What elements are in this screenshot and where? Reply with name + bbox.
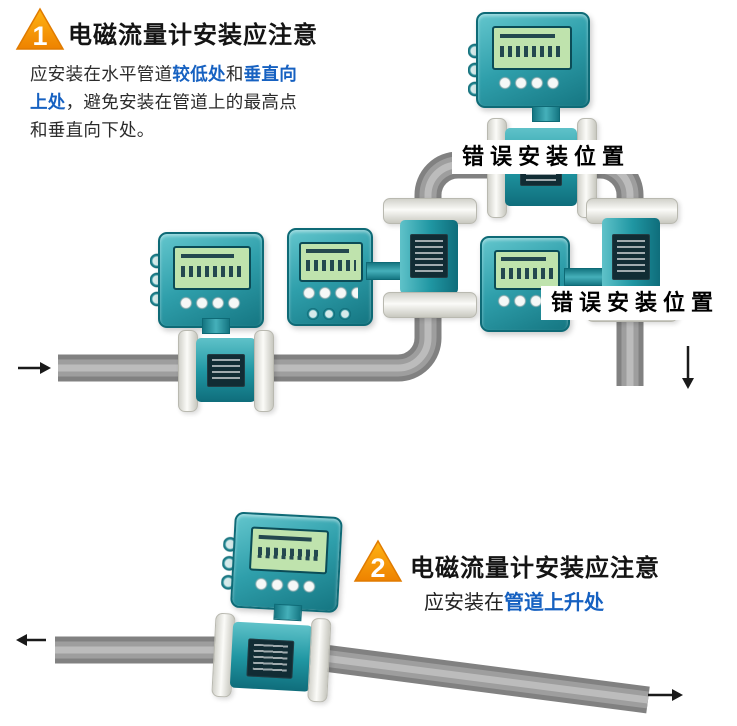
flowmeter-horizontal-correct — [148, 230, 288, 420]
sensor-body — [400, 220, 458, 294]
warning-badge-1: 1 — [15, 7, 65, 51]
cable-glands-icon — [305, 308, 353, 320]
connector-neck — [532, 106, 560, 122]
note-highlight: 较低处 — [172, 63, 226, 84]
flow-out-arrow-right — [648, 689, 683, 701]
flowmeter-rising-correct — [205, 509, 355, 708]
keypad-buttons-icon — [179, 296, 243, 310]
keypad-buttons-icon — [497, 294, 555, 308]
transmitter — [158, 232, 264, 328]
pipe-flange — [383, 292, 477, 318]
connector-neck — [366, 262, 404, 280]
sensor-nameplate — [246, 638, 295, 679]
transmitter — [476, 12, 590, 108]
keypad-buttons-icon — [302, 286, 358, 300]
section1-note: 应安装在水平管道较低处和垂直向上处，避免安装在管道上的最高点和垂直向下处。 — [30, 60, 302, 145]
badge-number: 2 — [370, 553, 385, 583]
pipe-flange — [254, 330, 274, 412]
note-highlight: 管道上升处 — [504, 592, 604, 614]
pipe-flange — [178, 330, 198, 412]
sensor-body — [229, 621, 314, 692]
wrong-position-label-top: 错误安装位置 — [452, 140, 641, 174]
sensor-body — [196, 338, 256, 402]
connector-neck — [564, 268, 606, 286]
flow-down-arrow — [682, 346, 694, 389]
lcd-display — [299, 242, 363, 282]
lcd-display — [173, 246, 251, 290]
warning-triangle-icon — [15, 7, 65, 50]
connector-neck — [202, 318, 230, 334]
sensor-nameplate — [207, 354, 245, 387]
lcd-display — [248, 526, 330, 575]
pipe-run-2 — [55, 636, 650, 714]
sensor-nameplate — [612, 234, 650, 280]
flowmeter-vertical-up-correct — [280, 192, 480, 332]
pipe-flange — [307, 617, 332, 703]
warning-triangle-icon — [353, 539, 403, 582]
sensor-nameplate — [410, 234, 448, 278]
lcd-display — [492, 26, 572, 70]
pipe-flange — [383, 198, 477, 224]
keypad-buttons-icon — [498, 76, 562, 90]
transmitter — [287, 228, 373, 326]
warning-badge-2: 2 — [353, 539, 403, 583]
note-text: 和 — [225, 63, 244, 84]
flowmeter-top-wrong — [466, 10, 666, 225]
section2-title: 电磁流量计安装应注意 — [410, 555, 660, 582]
wrong-position-label-side: 错误安装位置 — [541, 286, 730, 320]
badge-number: 1 — [32, 21, 47, 51]
section2-note: 应安装在管道上升处 — [424, 586, 604, 615]
pipe-run-1 — [58, 151, 644, 386]
note-text: 应安装在 — [424, 592, 504, 614]
note-text: ，避免安装在管道上的最高点和垂直向下处。 — [30, 91, 298, 141]
keypad-buttons-icon — [253, 576, 319, 595]
flow-in-arrow — [18, 362, 51, 374]
transmitter — [229, 511, 343, 614]
connector-neck — [273, 603, 303, 622]
section1-title: 电磁流量计安装应注意 — [68, 22, 318, 49]
note-text: 应安装在水平管道 — [30, 63, 173, 84]
flow-out-arrow-left — [16, 634, 46, 646]
note-highlight: 垂直向上处 — [30, 63, 298, 112]
sensor-body — [602, 218, 660, 298]
lcd-display — [494, 250, 560, 290]
